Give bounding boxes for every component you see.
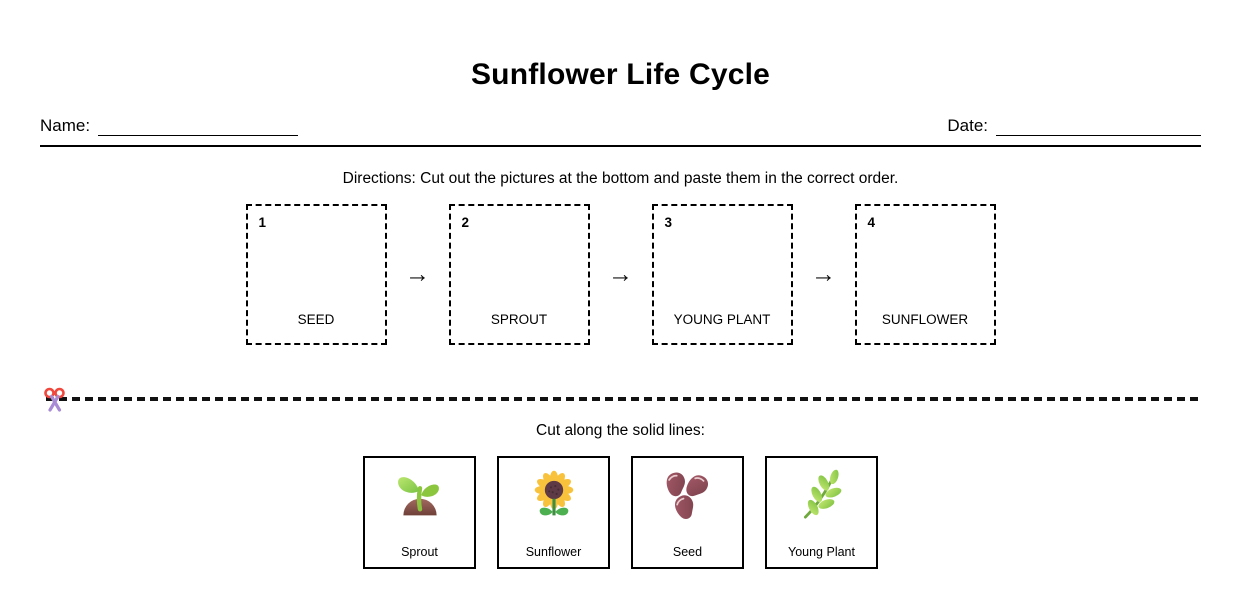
name-label: Name: <box>40 116 91 135</box>
card-label: Sprout <box>401 545 438 559</box>
date-blank-line <box>996 120 1201 136</box>
cutout-card-young-plant: Young Plant <box>765 456 878 569</box>
sequence-box-2: 2 SPROUT <box>448 204 590 345</box>
dashed-cut-line <box>46 397 1201 401</box>
date-label: Date: <box>947 116 988 135</box>
date-field: Date: <box>947 116 1201 136</box>
sequence-row: 1 SEED → 2 SPROUT → 3 YOUNG PLANT → 4 SU… <box>0 204 1241 345</box>
name-date-row: Name: Date: <box>40 116 1201 136</box>
box-label: SPROUT <box>490 312 548 327</box>
box-label: YOUNG PLANT <box>673 312 771 327</box>
card-label: Seed <box>672 545 703 559</box>
name-blank-line <box>98 120 299 136</box>
cut-instruction-text: Cut along the solid lines: <box>536 422 705 439</box>
box-number: 2 <box>461 215 470 230</box>
sequence-box-1: 1 SEED <box>245 204 387 345</box>
cutout-card-sprout: Sprout <box>363 456 476 569</box>
box-number: 1 <box>258 215 267 230</box>
box-label: SUNFLOWER <box>881 312 969 327</box>
arrow-right-icon: → <box>811 260 836 288</box>
arrow-right-icon: → <box>608 260 633 288</box>
sunflower-icon <box>526 469 582 525</box>
arrow-right-icon: → <box>405 260 430 288</box>
card-label: Young Plant <box>788 545 855 559</box>
directions-text: Directions: Cut out the pictures at the … <box>342 170 899 187</box>
box-number: 3 <box>664 215 673 230</box>
scissors-icon <box>44 387 65 412</box>
box-number: 4 <box>867 215 876 230</box>
sequence-box-3: 3 YOUNG PLANT <box>651 204 793 345</box>
sprout-icon <box>392 469 448 525</box>
seed-icon <box>660 469 716 525</box>
cutout-card-seed: Seed <box>631 456 744 569</box>
box-label: SEED <box>297 312 335 327</box>
card-label: Sunflower <box>525 545 582 559</box>
header-divider <box>40 145 1201 147</box>
sequence-box-4: 4 SUNFLOWER <box>854 204 996 345</box>
cutout-cards-row: Sprout <box>0 456 1241 569</box>
young-plant-icon <box>794 469 850 525</box>
page-title: Sunflower Life Cycle <box>470 58 771 91</box>
cut-line-row <box>40 387 1201 412</box>
name-field: Name: <box>40 116 299 136</box>
cutout-card-sunflower: Sunflower <box>497 456 610 569</box>
